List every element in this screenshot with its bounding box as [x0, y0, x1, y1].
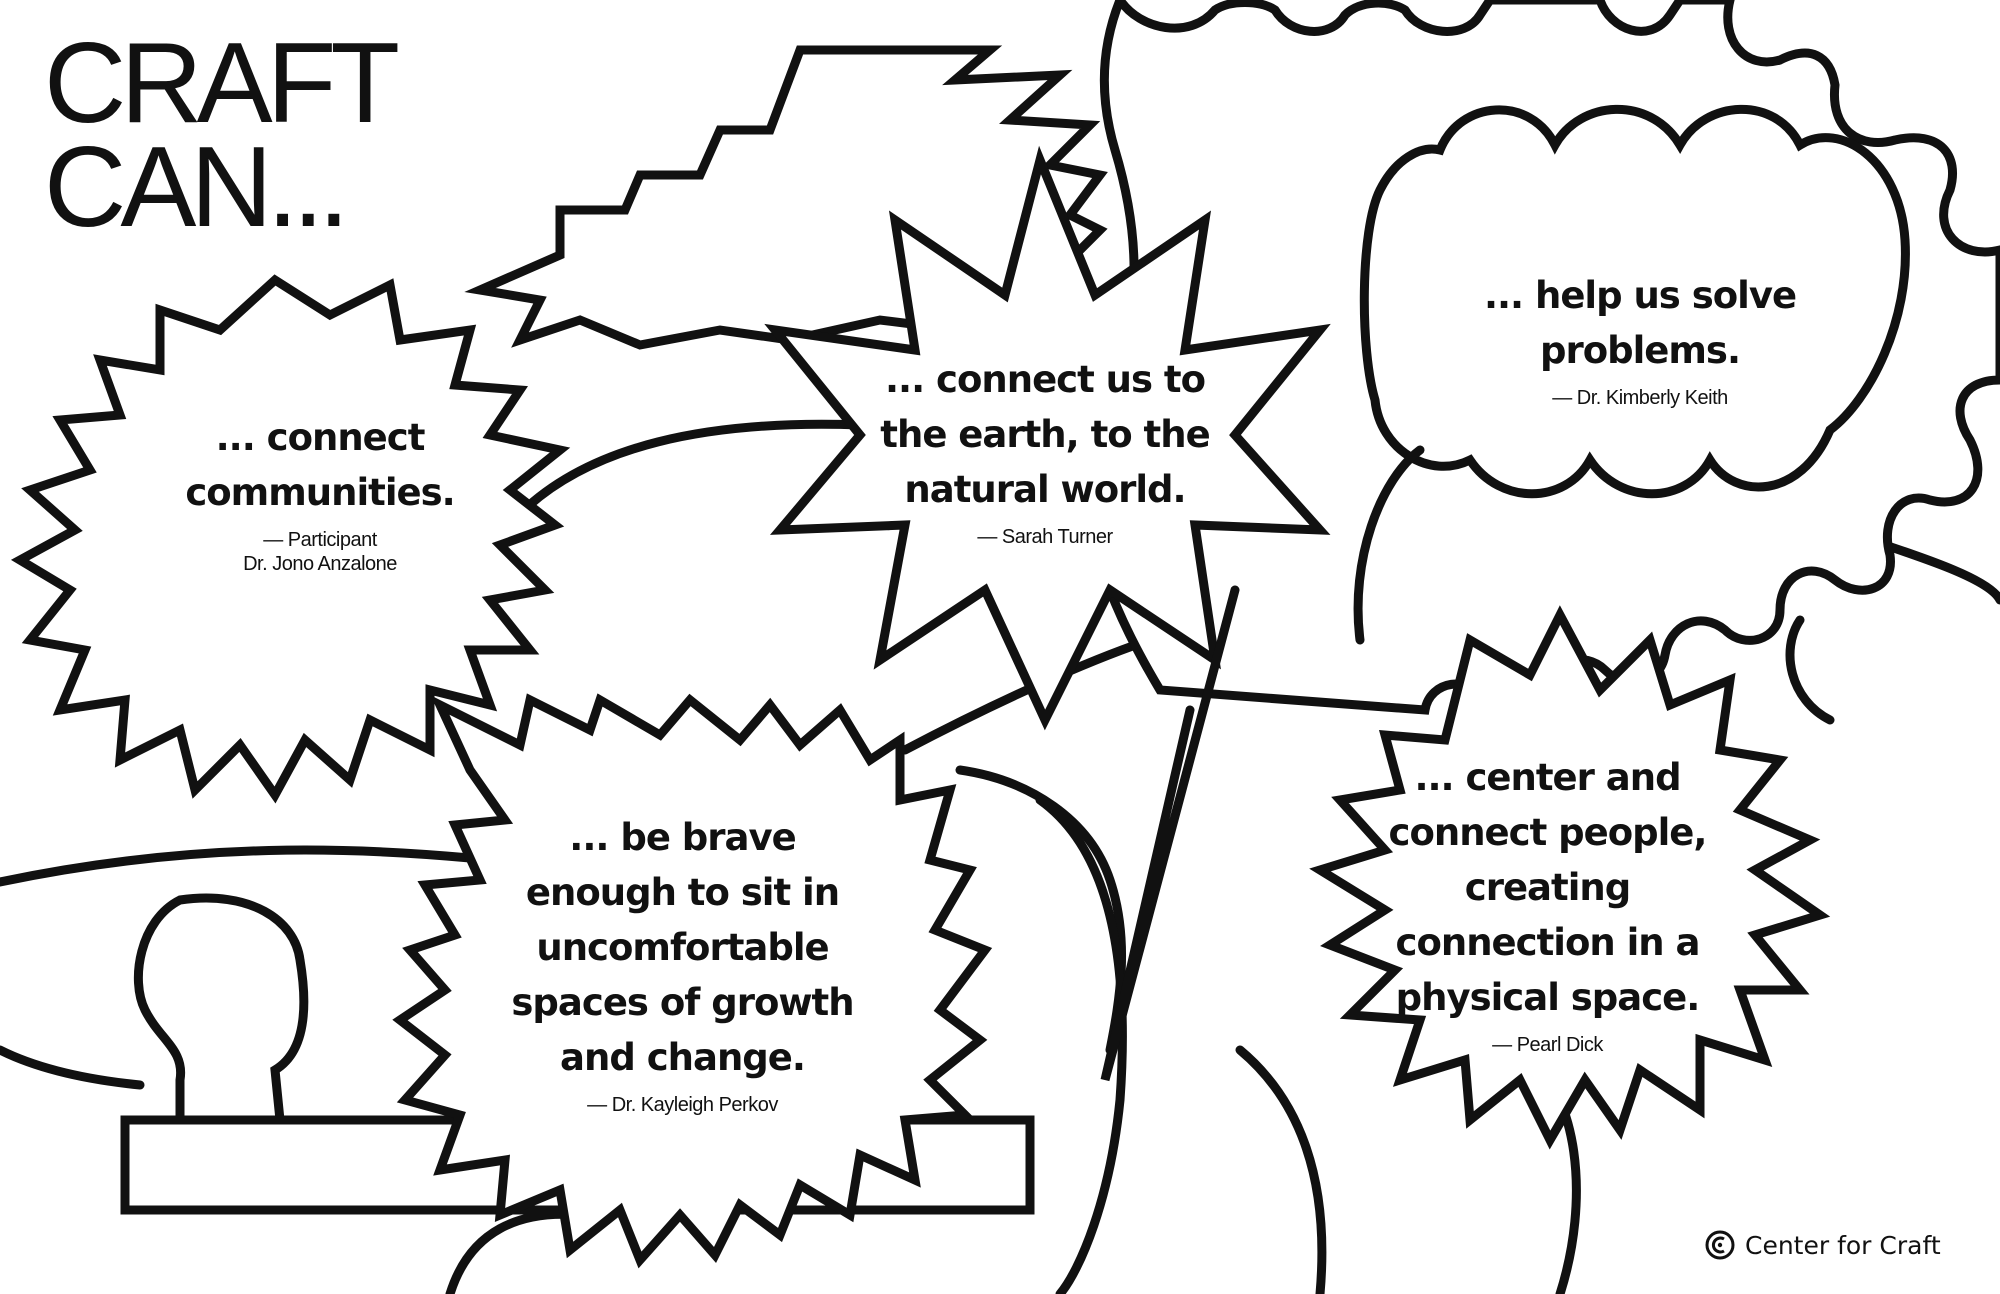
quote-attribution: — Sarah Turner	[977, 526, 1113, 548]
quote-attribution: — Participant Dr. Jono Anzalone	[150, 528, 490, 576]
title-line-2: CAN...	[44, 124, 350, 251]
attribution-line-2: Dr. Jono Anzalone	[243, 553, 397, 575]
center-wave	[500, 419, 865, 535]
horizon-curve	[0, 845, 475, 887]
arm-curve	[1035, 795, 1127, 1294]
quote-connect-communities: ... connect communities. — Participant D…	[150, 410, 490, 576]
quote-text: ... center and connect people, creating …	[1388, 756, 1708, 1019]
quote-text: ... connect us to the earth, to the natu…	[880, 358, 1210, 511]
center-for-craft-logo-icon	[1705, 1230, 1735, 1260]
quote-attribution: — Pearl Dick	[1492, 1034, 1603, 1056]
star-burst-center	[764, 145, 1331, 731]
title-line-1: CRAFT	[44, 20, 400, 147]
lower-blob-curve	[955, 765, 1127, 1055]
quote-text: ... connect communities.	[185, 416, 455, 514]
stamp-tool-handle	[134, 893, 309, 1125]
speech-tail-right	[1353, 445, 1425, 645]
center-for-craft-logo: Center for Craft	[1705, 1230, 1941, 1260]
quote-be-brave: ... be brave enough to sit in uncomforta…	[505, 810, 860, 1117]
speech-tail-center	[1100, 585, 1240, 1082]
quote-solve-problems: ... help us solve problems. — Dr. Kimber…	[1385, 268, 1895, 410]
quote-text: ... be brave enough to sit in uncomforta…	[511, 816, 854, 1079]
quote-text: ... help us solve problems.	[1483, 274, 1797, 372]
bottom-mid-curve	[1235, 1045, 1327, 1294]
quote-attribution: — Dr. Kayleigh Perkov	[587, 1094, 778, 1116]
sawtooth-burst-left	[10, 274, 571, 804]
jagged-burst-right	[1309, 605, 1831, 1150]
quote-connect-earth: ... connect us to the earth, to the natu…	[855, 352, 1235, 549]
scalloped-bubble-right	[1359, 104, 1910, 499]
horizon-curve-lower	[0, 1045, 145, 1090]
right-hook-curve	[1785, 615, 1835, 725]
bottom-left-swoop	[445, 1209, 585, 1294]
sawtooth-frame-bottom	[392, 693, 993, 1269]
brand-name: Center for Craft	[1745, 1230, 1941, 1260]
quote-attribution: — Dr. Kimberly Keith	[1552, 387, 1728, 409]
attribution-line-1: — Participant	[263, 529, 377, 551]
page-title: CRAFT CAN...	[44, 20, 400, 251]
quote-center-connect-people: ... center and connect people, creating …	[1355, 750, 1740, 1057]
